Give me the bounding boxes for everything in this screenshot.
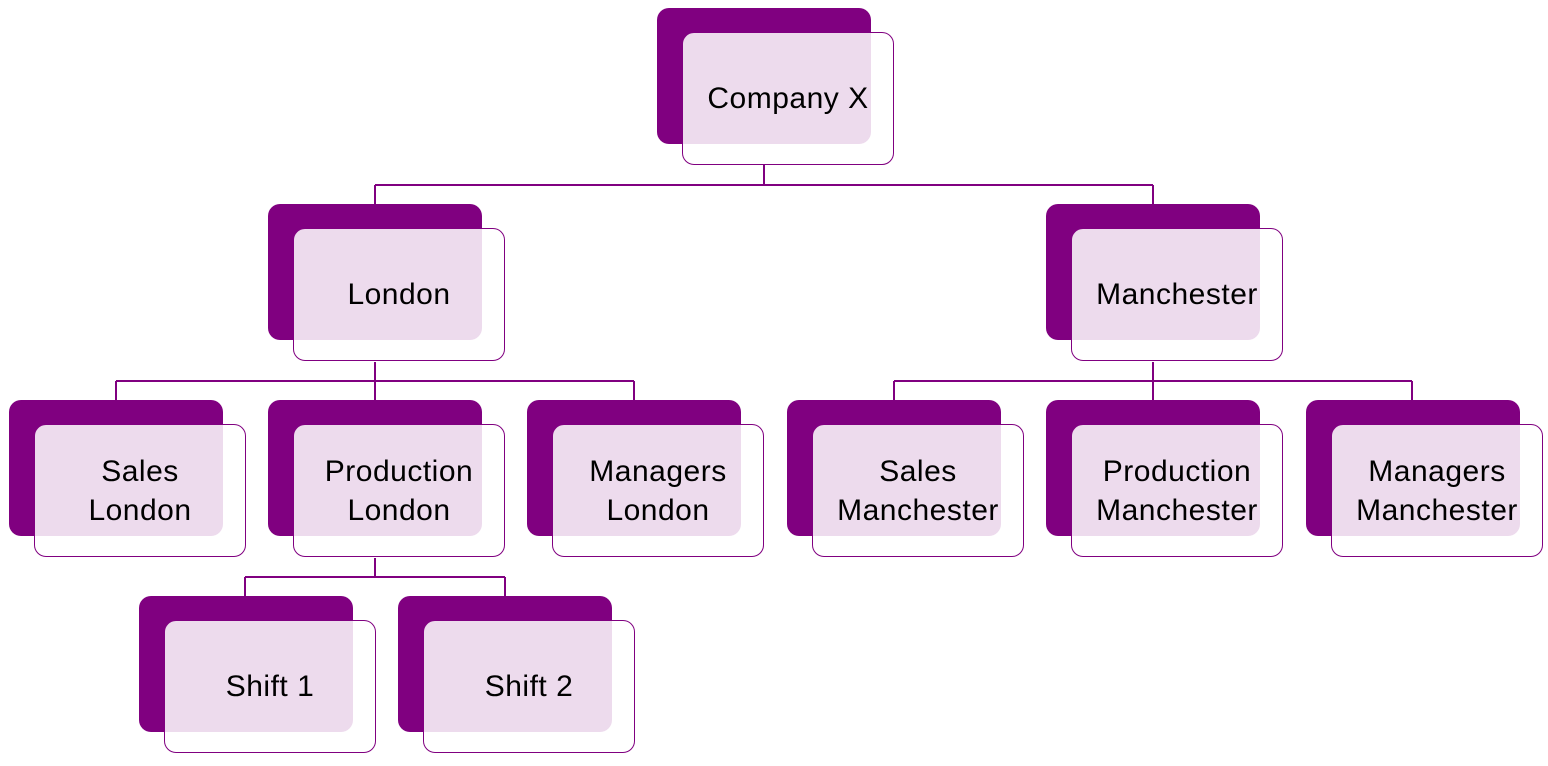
node-label-box: Shift 2 (423, 620, 635, 753)
node-label-box: Production London (293, 424, 505, 557)
node-label-line: Production (1102, 454, 1252, 488)
node-label-box: London (293, 228, 505, 361)
node-label-line: Shift 2 (484, 670, 574, 703)
node-label-line: Shift 1 (225, 670, 315, 703)
node-label-line: Managers (1368, 454, 1506, 488)
node-label-line: Manchester (1096, 493, 1258, 527)
node-label-line: Sales (879, 454, 957, 488)
node-label-line: Production (324, 454, 474, 488)
node-label-box: Sales Manchester (812, 424, 1024, 557)
node-label-box: Company X (682, 32, 894, 165)
node-label-line: London (606, 493, 710, 527)
connector-manchester-to-departments (893, 362, 1413, 400)
node-label-box: Managers London (552, 424, 764, 557)
node-label-line: Manchester (1356, 493, 1518, 527)
node-label-box: Sales London (34, 424, 246, 557)
node-label-line: Manchester (837, 493, 999, 527)
node-label-box: Manchester (1071, 228, 1283, 361)
node-label-line: London (347, 278, 451, 311)
node-label-line: Company X (707, 82, 869, 115)
node-label-line: London (88, 493, 192, 527)
node-label-line: Sales (101, 454, 179, 488)
connector-production-to-shifts (244, 558, 506, 596)
node-label-line: Managers (589, 454, 727, 488)
connector-london-to-departments (115, 362, 635, 400)
node-label-box: Managers Manchester (1331, 424, 1543, 557)
node-label-line: London (347, 493, 451, 527)
node-label-line: Manchester (1096, 278, 1258, 311)
node-label-box: Production Manchester (1071, 424, 1283, 557)
node-label-box: Shift 1 (164, 620, 376, 753)
connector-root-to-offices (374, 165, 1154, 204)
